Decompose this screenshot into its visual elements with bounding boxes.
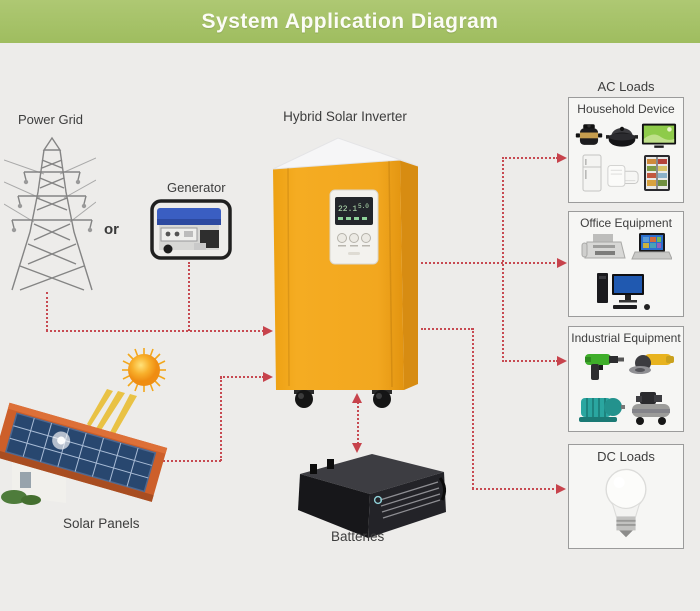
line-ac-out-top [502,157,558,159]
industrial-equipment-box: Industrial Equipment [568,326,684,432]
laptop-icon [630,233,672,260]
line-grid-down [46,292,48,331]
line-dc-in [472,488,558,490]
title-banner: System Application Diagram [0,0,700,43]
industrial-equipment-label: Industrial Equipment [571,331,681,345]
line-ac-out-mid [421,262,559,264]
arrow-office [557,258,567,268]
desktop-computer-icon [597,273,650,310]
battery-icon [298,454,447,538]
line-dc-down [472,328,474,489]
line-ac-bus [502,157,504,362]
inverter-control-panel: 22.1 5.0 [329,189,379,265]
line-generator-down [188,262,190,331]
arrow-battery-down [352,443,362,453]
office-equipment-label: Office Equipment [580,216,672,230]
electric-motor-icon [578,398,625,422]
fridge-freezer-icon [644,155,670,191]
television-icon [641,123,677,148]
air-compressor-icon [631,392,670,425]
pressure-cooker-icon [575,124,603,145]
dc-loads-label: DC Loads [597,449,655,464]
household-device-label: Household Device [577,102,675,116]
office-equipment-box: Office Equipment [568,211,684,317]
line-solar-out [147,460,221,462]
line-battery [357,402,359,444]
generator-label: Generator [167,180,226,195]
batteries-label: Batteries [331,529,385,544]
angle-grinder-icon [628,354,674,374]
lcd-value-left: 22.1 [338,205,357,214]
cooking-pot-icon [606,126,638,147]
led-bulb-icon [605,468,647,538]
line-solar-in [220,376,264,378]
household-device-box: Household Device [568,97,684,203]
arrow-industrial [557,356,567,366]
line-solar-up [220,377,222,461]
transmission-tower-icon [4,136,96,291]
generator-icon [150,199,232,260]
power-drill-icon [584,354,624,380]
hybrid-inverter-icon: 22.1 5.0 [272,137,419,408]
arrow-dc-loads [556,484,566,494]
inverter-buttons [337,233,371,255]
sun-ray-streaks [87,389,137,441]
solar-house-icon [0,402,168,505]
fax-machine-icon [581,234,626,259]
inverter-label: Hybrid Solar Inverter [283,109,407,124]
arrow-into-inverter-ac [263,326,273,336]
power-grid-label: Power Grid [18,112,84,127]
arrow-into-inverter-pv [263,372,273,382]
sun-icon [87,348,166,441]
line-ac-input [46,330,264,332]
air-conditioner-icon [607,165,639,187]
page-title: System Application Diagram [201,9,499,33]
line-ac-out-bot [502,360,558,362]
refrigerator-icon [582,154,602,192]
or-label: or [104,221,119,238]
arrow-battery-up [352,393,362,403]
solar-panels-label: Solar Panels [63,516,140,531]
lcd-value-right: 5.0 [358,203,369,210]
arrow-household [557,153,567,163]
ac-loads-title: AC Loads [597,79,655,94]
line-dc-out [421,328,473,330]
dc-loads-box: DC Loads [568,444,684,549]
